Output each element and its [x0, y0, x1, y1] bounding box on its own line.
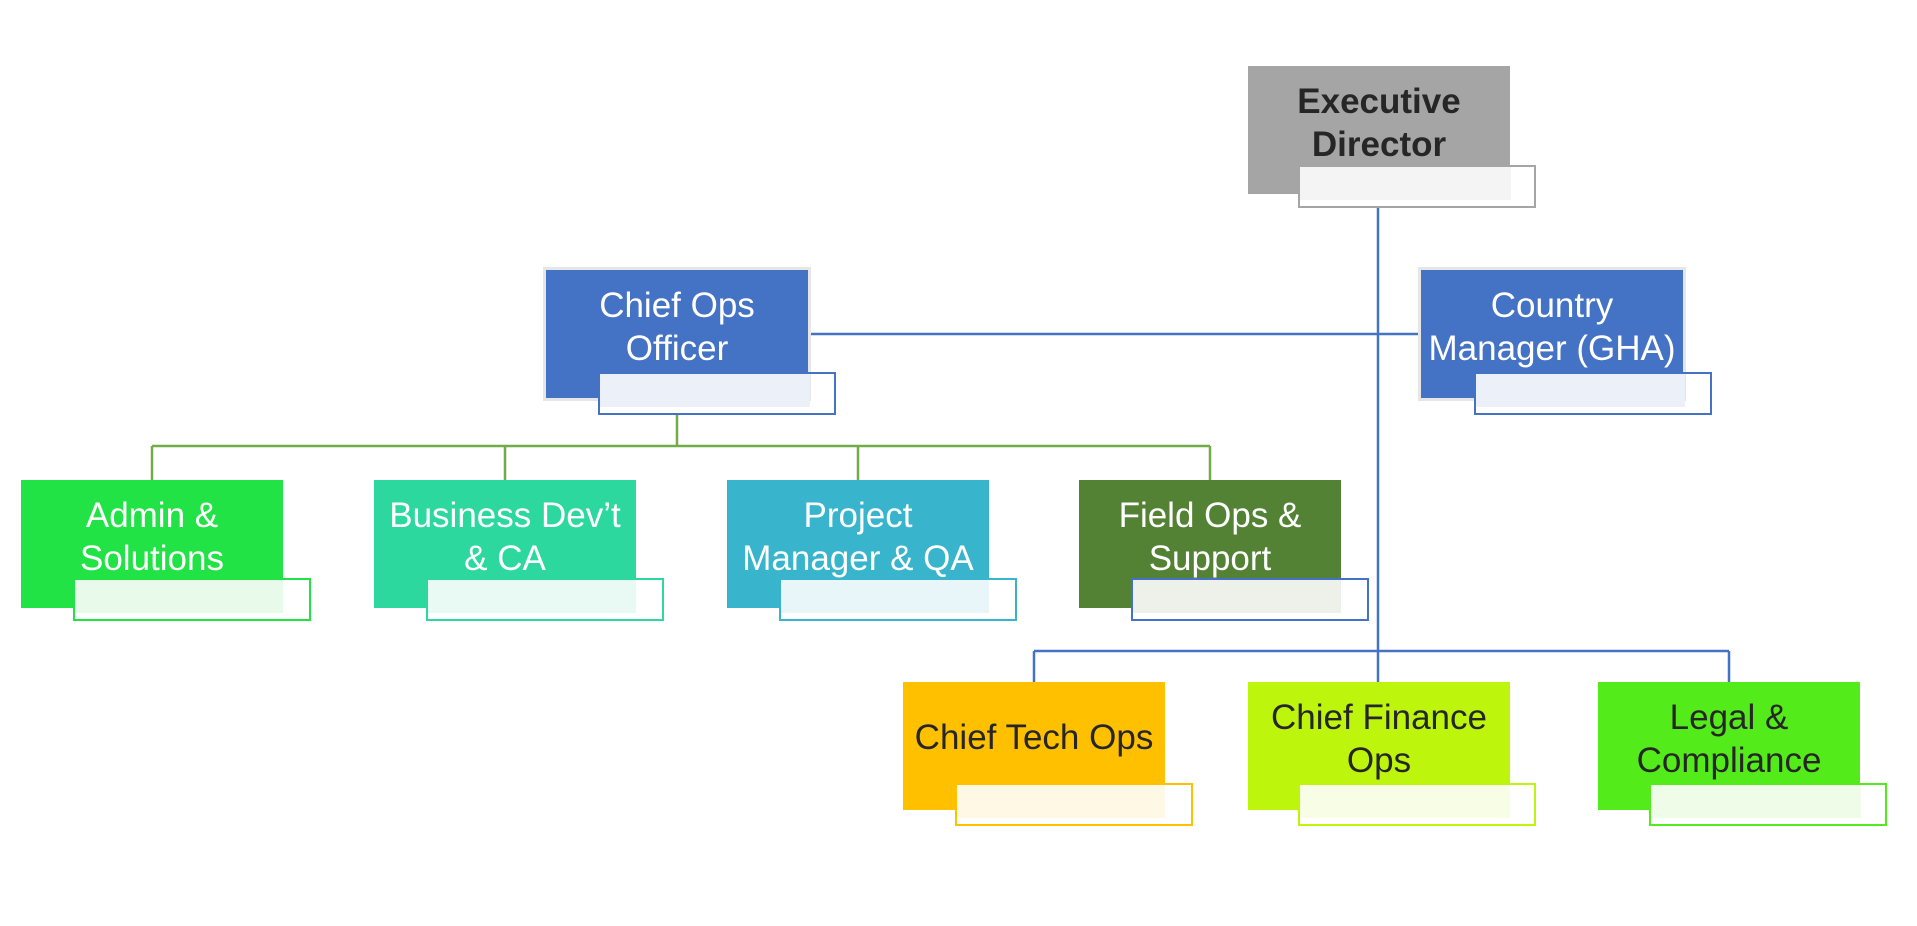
node-label: Chief Finance Ops	[1271, 698, 1487, 780]
name-field-admin-solutions[interactable]	[73, 578, 311, 621]
name-field-legal-compliance[interactable]	[1649, 783, 1887, 826]
name-field-field-ops-support[interactable]	[1131, 578, 1369, 621]
node-label: Executive Director	[1297, 82, 1461, 164]
node-label: Legal & Compliance	[1636, 698, 1822, 780]
node-label: Business Dev’t & CA	[389, 496, 621, 578]
name-field-fill	[1300, 785, 1510, 818]
name-field-chief-ops-officer[interactable]	[598, 372, 836, 415]
name-field-fill	[1133, 580, 1341, 613]
node-label: Project Manager & QA	[742, 496, 974, 578]
name-field-chief-tech-ops[interactable]	[955, 783, 1193, 826]
name-field-fill	[428, 580, 636, 613]
node-label: Country Manager (GHA)	[1428, 286, 1676, 368]
name-field-project-manager-qa[interactable]	[779, 578, 1017, 621]
name-field-country-manager-gha[interactable]	[1474, 372, 1712, 415]
name-field-business-dev-ca[interactable]	[426, 578, 664, 621]
name-field-chief-finance-ops[interactable]	[1298, 783, 1536, 826]
name-field-fill	[600, 374, 810, 407]
name-field-fill	[1651, 785, 1861, 818]
name-field-fill	[1476, 374, 1685, 407]
node-legal-compliance[interactable]: Legal & Compliance	[1598, 682, 1860, 810]
name-field-executive-director[interactable]	[1298, 165, 1536, 208]
node-label: Admin & Solutions	[80, 496, 224, 578]
node-label: Chief Ops Officer	[599, 286, 755, 368]
name-field-fill	[957, 785, 1165, 818]
name-field-fill	[781, 580, 989, 613]
node-label: Chief Tech Ops	[914, 717, 1154, 757]
node-label: Field Ops & Support	[1118, 496, 1302, 578]
name-field-fill	[1300, 167, 1511, 200]
name-field-fill	[75, 580, 283, 613]
